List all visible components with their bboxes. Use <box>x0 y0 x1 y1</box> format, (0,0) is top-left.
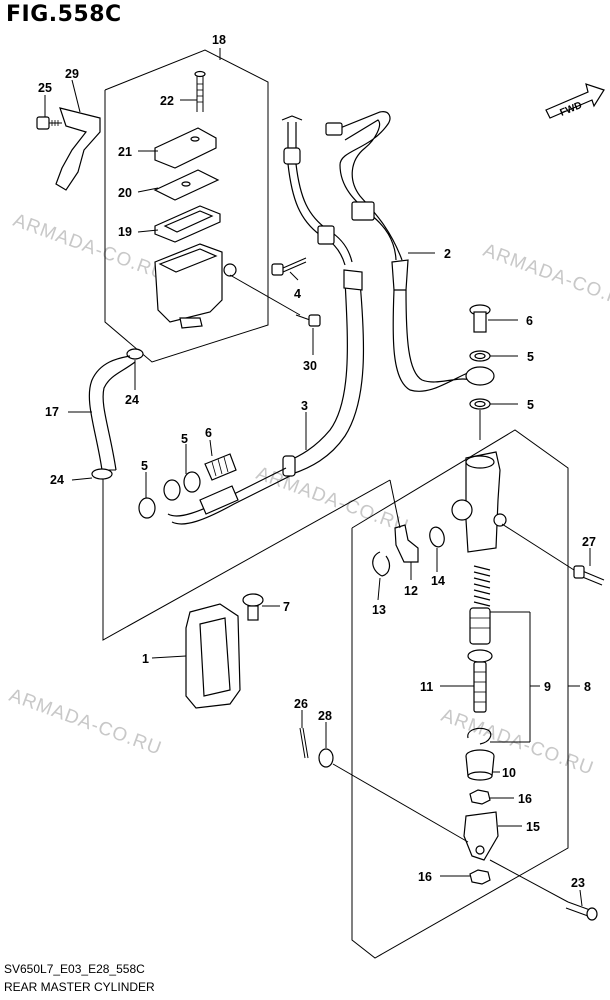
clamp-24-lower <box>91 468 113 480</box>
callout-11: 11 <box>420 680 433 694</box>
callout-24-upper: 24 <box>125 393 139 407</box>
callout-17: 17 <box>45 405 59 419</box>
cover-1 <box>185 603 241 709</box>
circlip-13 <box>372 551 391 577</box>
washer-5-lower <box>469 398 491 410</box>
callout-26: 26 <box>294 697 308 711</box>
callout-12: 12 <box>404 584 418 598</box>
callout-15: 15 <box>526 820 540 834</box>
callout-5-left: 5 <box>181 432 188 446</box>
callout-6-left: 6 <box>205 426 212 440</box>
spring <box>473 565 491 607</box>
figure-title: FIG.558C <box>6 2 122 27</box>
bracket-group-box <box>102 470 391 641</box>
callout-23: 23 <box>571 876 585 890</box>
watermark-4: ARMADA-CO.RU <box>6 685 164 760</box>
callout-labels: 18 29 25 22 21 20 19 2 4 6 30 5 24 5 17 … <box>38 33 596 890</box>
o-ring-14 <box>429 526 445 548</box>
hose-2-lower <box>392 289 473 392</box>
callout-4: 4 <box>294 287 301 301</box>
callout-5-middle: 5 <box>527 398 534 412</box>
callout-10: 10 <box>502 766 516 780</box>
callout-28: 28 <box>318 709 332 723</box>
plate-20 <box>153 169 220 201</box>
watermarks: ARMADA-CO.RU ARMADA-CO.RU ARMADA-CO.RU A… <box>6 210 610 780</box>
watermark-2: ARMADA-CO.RU <box>480 240 610 315</box>
callout-1: 1 <box>142 652 149 666</box>
callout-8: 8 <box>584 680 591 694</box>
hose-end-fittings <box>138 453 291 525</box>
bolt-25 <box>36 116 62 130</box>
reservoir-body <box>154 243 223 323</box>
washer-5-upper <box>469 350 491 362</box>
bracket-29 <box>55 107 101 191</box>
boot-10 <box>465 749 495 781</box>
callout-3: 3 <box>301 399 308 413</box>
callout-6-upper: 6 <box>526 314 533 328</box>
callout-16-lower: 16 <box>418 870 432 884</box>
master-cylinder-body <box>451 451 507 553</box>
callout-22: 22 <box>160 94 174 108</box>
screw-22 <box>194 70 206 112</box>
bolt-27 <box>573 565 605 586</box>
callout-18: 18 <box>212 33 226 47</box>
hose-17 <box>88 355 136 471</box>
cylinder-group-box <box>351 429 569 959</box>
callout-19: 19 <box>118 225 132 239</box>
push-rod-11 <box>467 649 493 713</box>
pin-23 <box>565 901 598 921</box>
callout-7: 7 <box>283 600 290 614</box>
figure-name: REAR MASTER CYLINDER <box>4 980 155 994</box>
brake-pipe-upper <box>281 115 303 150</box>
watermark-3: ARMADA-CO.RU <box>253 463 411 538</box>
cotter-pin-26 <box>299 727 309 759</box>
hose-3 <box>285 279 365 475</box>
diaphragm-19 <box>154 205 221 243</box>
callout-29: 29 <box>65 67 79 81</box>
callout-30: 30 <box>303 359 317 373</box>
callout-2: 2 <box>444 247 451 261</box>
nut-16-lower <box>469 869 491 885</box>
union-bolt-6-upper <box>469 304 491 333</box>
leader-lines <box>44 79 591 907</box>
callout-21: 21 <box>118 145 132 159</box>
callout-16-upper: 16 <box>518 792 532 806</box>
callout-14: 14 <box>431 574 445 588</box>
callout-24-lower: 24 <box>50 473 64 487</box>
callout-5-upper: 5 <box>527 350 534 364</box>
washer-28 <box>318 748 334 768</box>
callout-27: 27 <box>582 535 596 549</box>
bolt-4 <box>271 257 307 276</box>
callout-5-lower: 5 <box>141 459 148 473</box>
callout-25: 25 <box>38 81 52 95</box>
figure-code: SV650L7_E03_E28_558C <box>4 962 145 976</box>
forward-direction-badge: FWD <box>545 83 605 119</box>
callout-20: 20 <box>118 186 132 200</box>
clevis-15 <box>463 811 499 861</box>
brake-pipe-2 <box>339 111 403 261</box>
nut-16-upper <box>469 789 491 805</box>
reservoir-group-box <box>104 49 269 363</box>
callout-13: 13 <box>372 603 386 617</box>
callout-9: 9 <box>544 680 551 694</box>
fitting-12 <box>394 524 419 563</box>
reservoir-cap-21 <box>154 127 217 169</box>
circlip-lower <box>467 727 492 745</box>
clamp-24-upper <box>126 348 144 360</box>
watermark-1: ARMADA-CO.RU <box>10 210 168 285</box>
screw-7 <box>242 593 264 621</box>
bolt-30 <box>295 314 321 327</box>
piston <box>469 607 491 645</box>
